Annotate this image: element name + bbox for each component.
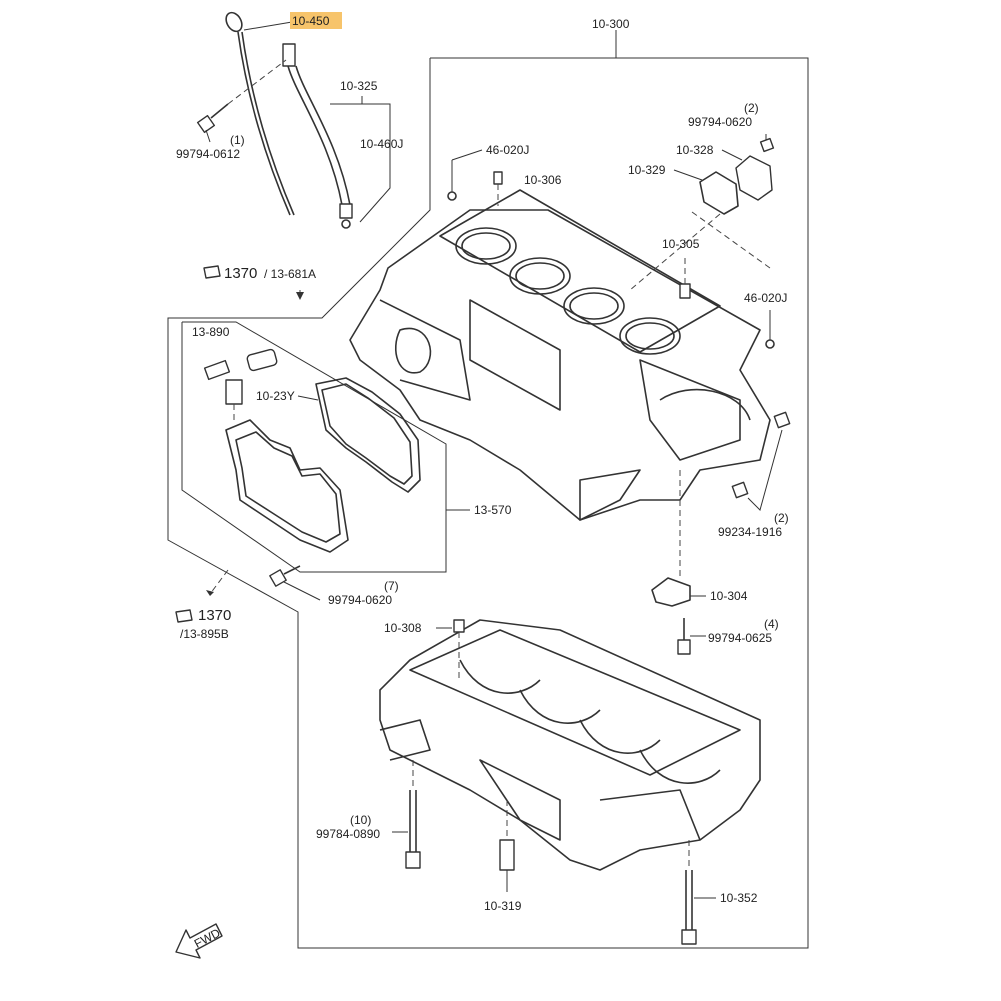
label-ref-1370-a: 1370 (224, 265, 257, 282)
label-10-329: 10-329 (628, 163, 666, 177)
bolt-99784-0890 (392, 760, 421, 869)
label-10-450: 10-450 (292, 14, 330, 28)
frame-13-570 (181, 321, 470, 573)
dipstick-10-450 (225, 11, 295, 216)
dowel-pin-10-305 (679, 258, 691, 299)
label-13-570: 13-570 (474, 503, 512, 517)
cover-plate-10-328 (735, 134, 775, 201)
bolt-99794-0625 (677, 618, 706, 655)
plug-46-020j-a (447, 149, 483, 201)
nuts-99234-1916 (731, 411, 791, 511)
label-10-308: 10-308 (384, 621, 422, 635)
label-qty-99234-1916: (2) (774, 511, 789, 525)
label-10-460j: 10-460J (360, 137, 403, 151)
upper-engine-block (349, 189, 771, 521)
label-99784-0890: 99784-0890 (316, 827, 380, 841)
label-99234-1916: 99234-1916 (718, 525, 782, 539)
label-99794-0625: 99794-0625 (708, 631, 772, 645)
label-99794-0612: 99794-0612 (176, 147, 240, 161)
book-icon-a (203, 265, 221, 279)
label-ref-13-895b: /13-895B (180, 627, 229, 641)
label-10-300: 10-300 (592, 17, 630, 31)
gasket-10-329 (629, 171, 771, 291)
label-46-020j-a: 46-020J (486, 143, 529, 157)
book-icon-b (175, 609, 193, 623)
stud-10-319 (499, 800, 515, 892)
label-qty-99794-0625: (4) (764, 617, 779, 631)
label-10-319: 10-319 (484, 899, 522, 913)
plug-46-020j-b (765, 310, 775, 349)
frame-10-300 (167, 30, 809, 949)
label-qty-99794-0620: (7) (384, 579, 399, 593)
dipstick-tube-10-460j (282, 43, 391, 229)
gasket-10-23y (315, 377, 421, 493)
cover-13-570 (225, 419, 349, 553)
label-qty-99794-0612: (1) (230, 133, 245, 147)
label-10-305: 10-305 (662, 237, 700, 251)
highlight-10-450 (290, 12, 342, 29)
label-ref-13-681a: / 13-681A (264, 267, 316, 281)
bolt-99794-0620 (269, 565, 321, 601)
label-qty-99784-0890: (10) (350, 813, 371, 827)
label-13-890: 13-890 (192, 325, 230, 339)
label-10-325: 10-325 (340, 79, 378, 93)
label-qty-99794-0620-top: (2) (744, 101, 759, 115)
label-10-352: 10-352 (720, 891, 758, 905)
ref-arrow-1370-b (206, 569, 229, 596)
dowel-pin-10-306 (493, 171, 503, 206)
label-10-23y: 10-23Y (256, 389, 295, 403)
pcv-valve-13-890 (203, 348, 278, 420)
bolt-99794-0612 (196, 59, 287, 143)
label-10-304: 10-304 (710, 589, 748, 603)
label-10-328: 10-328 (676, 143, 714, 157)
label-99794-0620: 99794-0620 (328, 593, 392, 607)
ref-arrow-1370-a (296, 290, 304, 300)
lower-engine-block (379, 619, 761, 871)
label-10-306: 10-306 (524, 173, 562, 187)
bracket-10-304 (651, 470, 706, 607)
label-46-020j-b: 46-020J (744, 291, 787, 305)
label-99794-0620-top: 99794-0620 (688, 115, 752, 129)
dowel-10-308 (436, 619, 465, 680)
label-ref-1370-b: 1370 (198, 607, 231, 624)
fwd-arrow-icon: FWD (175, 923, 223, 959)
bolt-10-352 (681, 840, 716, 945)
